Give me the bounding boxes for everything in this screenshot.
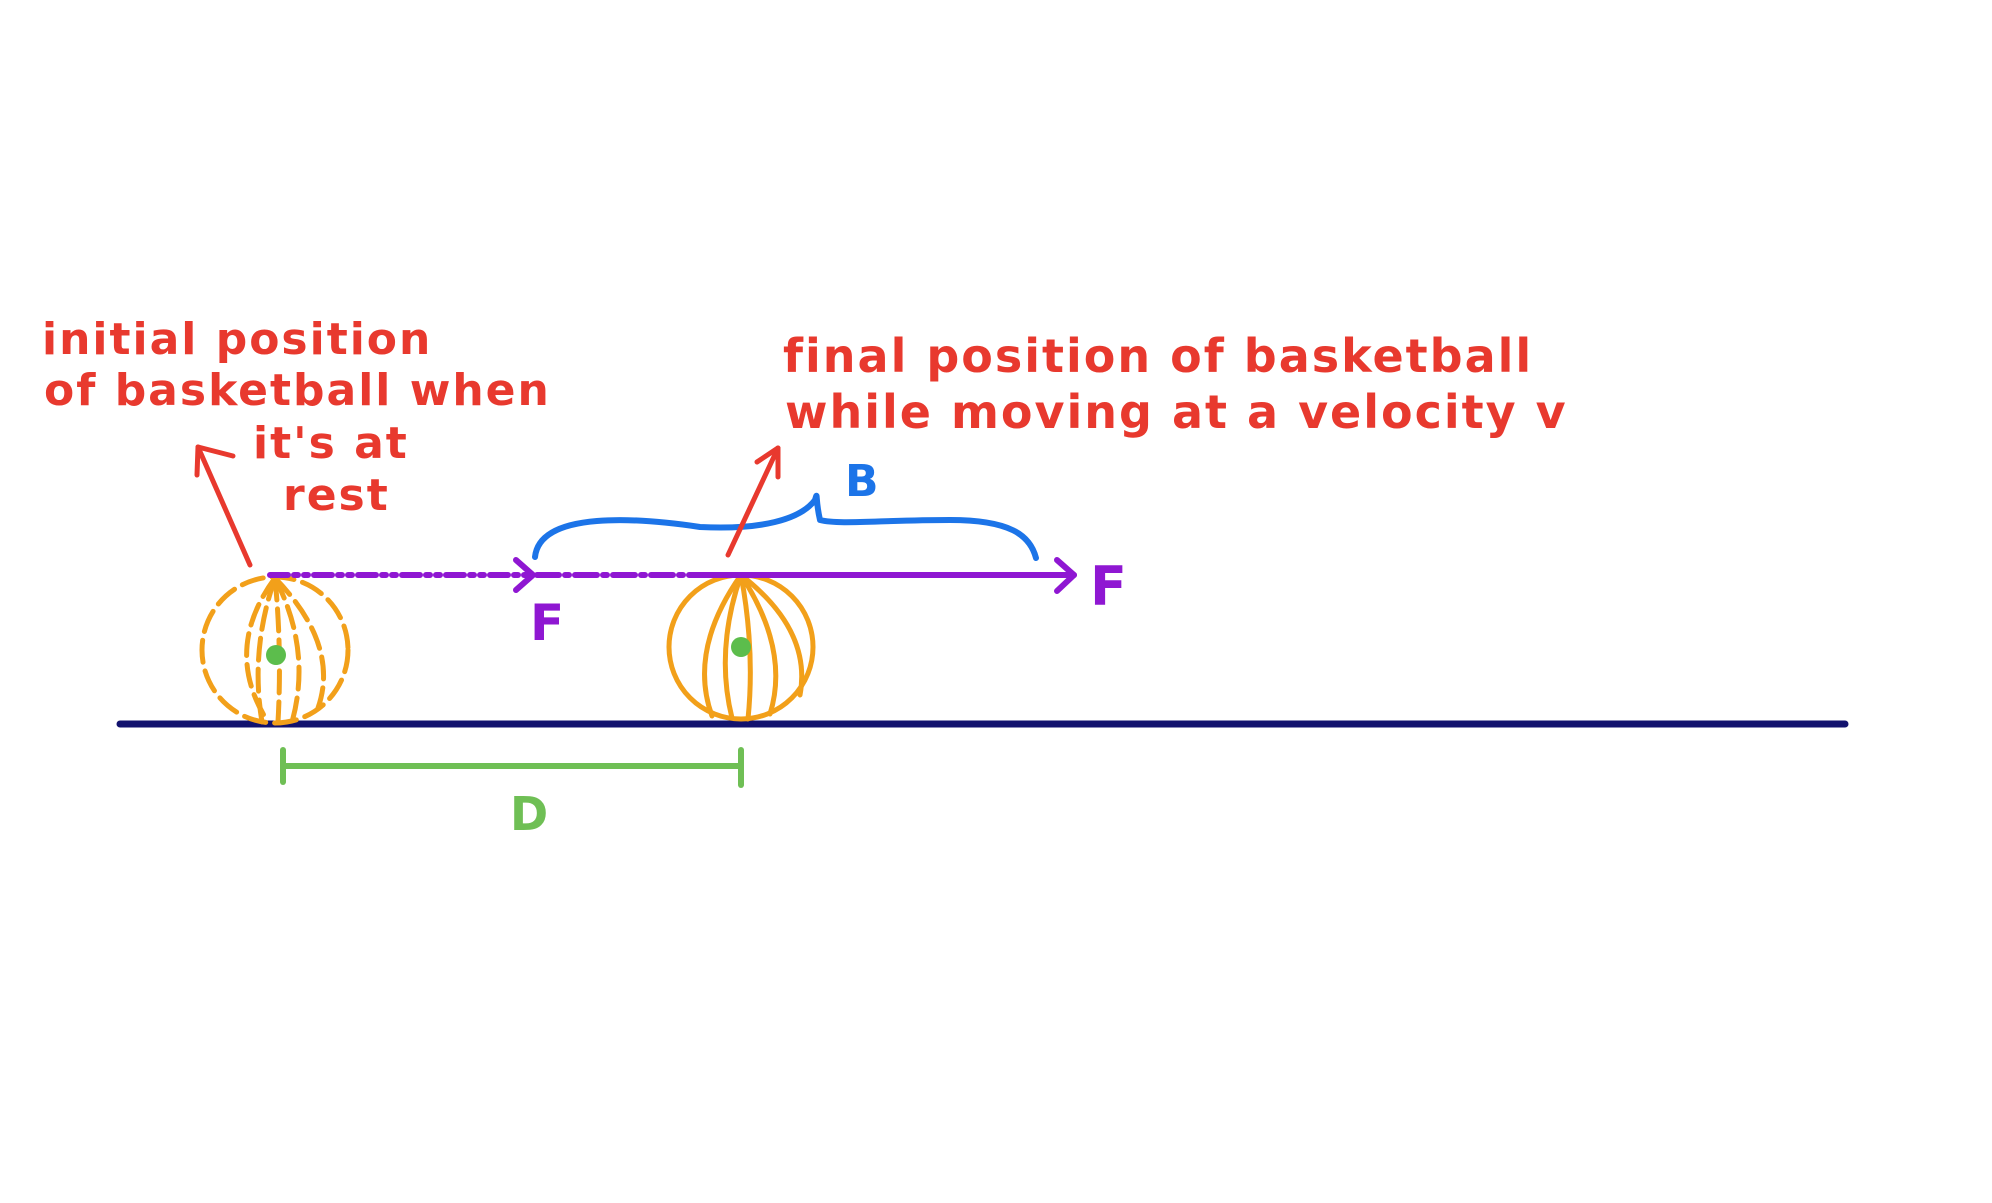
force-label-start: F xyxy=(530,594,566,652)
initial-annotation-arrow xyxy=(194,444,253,568)
initial-annotation-line-2: of basketball when xyxy=(44,365,551,416)
brace-label: B xyxy=(845,456,881,507)
force-label-end: F xyxy=(1090,555,1129,618)
final-annotation-line-1: final position of basketball xyxy=(783,329,1533,383)
brace-b xyxy=(532,492,1039,561)
force-arrowhead-start xyxy=(513,557,536,593)
initial-basketball xyxy=(199,574,351,726)
initial-annotation-line-3: it's at xyxy=(253,418,409,469)
force-arrowhead-end xyxy=(1054,557,1077,594)
initial-annotation-line-4: rest xyxy=(283,470,390,521)
initial-annotation-line-1: initial position xyxy=(42,314,432,365)
initial-center-dot xyxy=(266,645,286,665)
final-annotation-line-2: while moving at a velocity v xyxy=(785,385,1568,439)
distance-label: D xyxy=(510,787,550,841)
final-annotation-arrow xyxy=(725,445,781,558)
distance-marker xyxy=(280,747,744,788)
final-center-dot xyxy=(731,637,751,657)
